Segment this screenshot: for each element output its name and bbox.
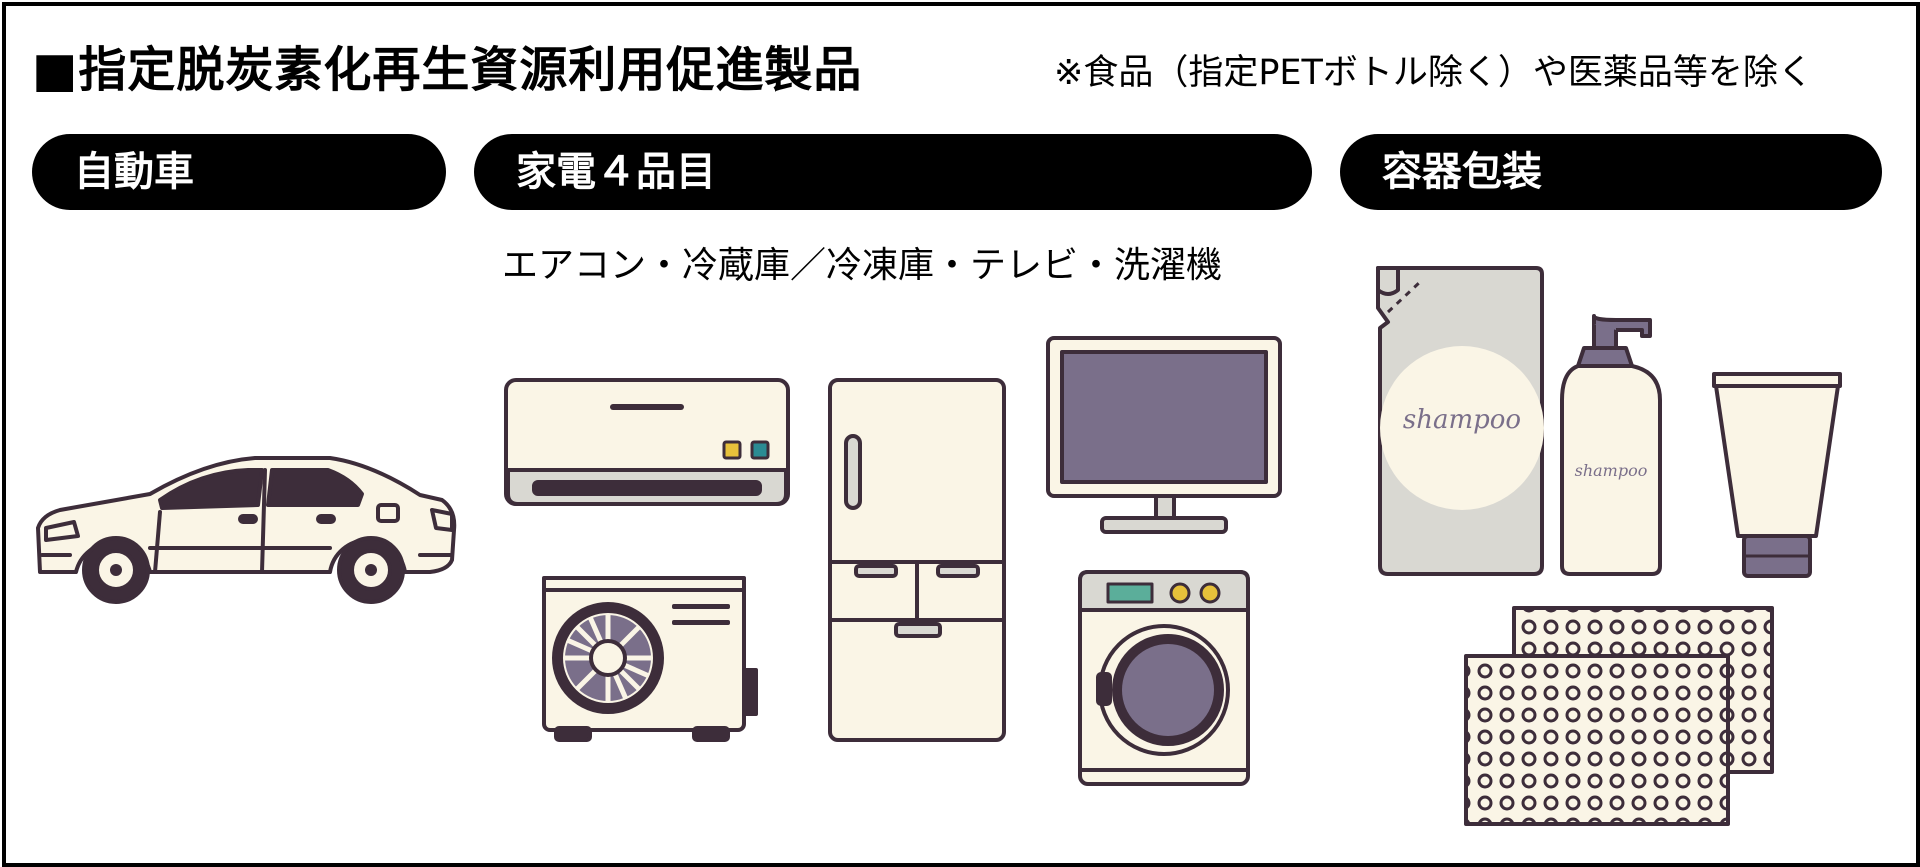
television-illustration bbox=[1046, 336, 1282, 534]
page-title: ■指定脱炭素化再生資源利用促進製品 bbox=[32, 42, 863, 98]
category-pill-appliances: 家電４品目 bbox=[474, 134, 1312, 210]
exclusion-note: ※食品（指定PETボトル除く）や医薬品等を除く bbox=[1054, 53, 1813, 93]
refrigerator-illustration bbox=[828, 378, 1006, 742]
pouch-label: shampoo bbox=[1403, 405, 1521, 435]
appliance-list-text: エアコン・冷蔵庫／冷凍庫・テレビ・洗濯機 bbox=[502, 245, 1223, 286]
category-pill-automobile: 自動車 bbox=[32, 134, 446, 210]
cream-tube-illustration bbox=[1712, 372, 1842, 578]
washing-machine-illustration bbox=[1078, 570, 1250, 786]
car-front-wheel bbox=[82, 536, 150, 604]
bottle-label: shampoo bbox=[1575, 461, 1648, 480]
category-label-packaging: 容器包装 bbox=[1382, 149, 1542, 195]
pump-bottle-illustration: shampoo bbox=[1560, 314, 1662, 576]
refill-pouch-illustration: shampoo bbox=[1376, 266, 1544, 576]
car-illustration bbox=[36, 456, 457, 604]
plastic-bags-illustration bbox=[1464, 606, 1774, 826]
category-label-automobile: 自動車 bbox=[74, 149, 194, 195]
car-rear-wheel bbox=[337, 536, 405, 604]
category-label-appliances: 家電４品目 bbox=[516, 149, 716, 195]
outdoor-unit-illustration bbox=[542, 576, 758, 742]
air-conditioner-illustration bbox=[504, 378, 790, 506]
category-pill-packaging: 容器包装 bbox=[1340, 134, 1882, 210]
